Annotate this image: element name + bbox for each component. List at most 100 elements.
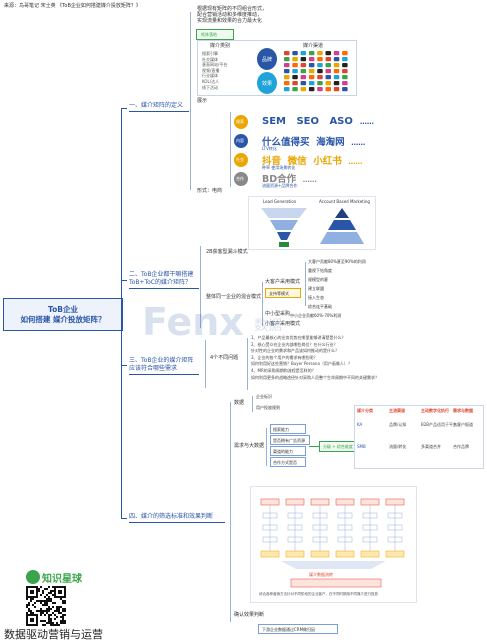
qr-module bbox=[46, 602, 48, 604]
inf-top-label: 品牌 bbox=[262, 56, 272, 63]
qr-module bbox=[60, 612, 62, 614]
qr-module bbox=[38, 588, 40, 590]
qr-module bbox=[50, 618, 52, 620]
content-badge-icon: 内容 bbox=[234, 134, 248, 148]
qr-module bbox=[42, 610, 44, 612]
s2-right-2: 重视下钻角度 bbox=[308, 268, 332, 273]
qr-module bbox=[42, 612, 44, 614]
channel-logo-icon bbox=[284, 51, 290, 56]
qr-module bbox=[54, 618, 56, 620]
qr-module bbox=[32, 596, 34, 598]
table-cell: SMB bbox=[357, 444, 366, 449]
qr-module bbox=[36, 622, 38, 624]
qr-module bbox=[44, 620, 46, 622]
branch-why[interactable]: 二、ToB企业都干嘛搭建 ToB+ToC的媒介矩阵？ bbox=[129, 271, 193, 287]
qr-module bbox=[52, 586, 54, 588]
channel-logo-icon bbox=[317, 51, 323, 56]
channel-logo-icon bbox=[317, 69, 323, 74]
s4-g2-box-3: 渠道的能力 bbox=[270, 446, 306, 456]
qr-module bbox=[54, 624, 56, 626]
channel-logo-icon bbox=[317, 57, 323, 62]
channel-col-header: 媒介渠道 bbox=[303, 43, 324, 49]
qr-module bbox=[36, 620, 38, 622]
qr-module bbox=[58, 606, 60, 608]
s3-q2b: 针对性的企业的需求和产品该如何推动的是什么？ bbox=[251, 348, 339, 354]
branch-needs-line-2: 应该符合哪些需求 bbox=[129, 365, 178, 372]
qr-module bbox=[56, 622, 58, 624]
qr-module bbox=[64, 600, 66, 602]
flow-result-box bbox=[260, 550, 280, 558]
root-node[interactable]: ToB企业 如何搭建 媒介投放矩阵？ bbox=[3, 298, 123, 331]
search-badge-label: 搜索 bbox=[236, 119, 244, 124]
s2-node-stem bbox=[262, 282, 263, 326]
qr-module bbox=[48, 616, 50, 618]
branch-underline-b4 bbox=[129, 522, 225, 523]
qr-module bbox=[48, 598, 50, 600]
s2-model-label: 2B获客型漏斗模式 bbox=[206, 249, 248, 255]
qr-module bbox=[36, 594, 38, 596]
qr-module bbox=[64, 610, 66, 612]
seo-label: SEO bbox=[296, 116, 319, 127]
qr-module bbox=[58, 590, 60, 592]
table-cell: 多渠道合并 bbox=[421, 444, 441, 449]
media-type-6: KOL/达人 bbox=[202, 78, 220, 84]
flow-result-box bbox=[310, 550, 330, 558]
branch-needs[interactable]: 三、ToB企业的媒介矩阵 应该符合哪些需求 bbox=[129, 357, 193, 373]
qr-module bbox=[50, 614, 52, 616]
media-type-list: 搜索引擎 社交媒体 垂直网站/平台 视频/直播 行业媒体 KOL/达人 线下活动 bbox=[202, 51, 227, 90]
s1-show-label: 展示 bbox=[197, 98, 208, 104]
flow-result-box bbox=[335, 550, 355, 558]
qr-module bbox=[40, 610, 42, 612]
flow-diagram bbox=[260, 498, 405, 588]
qr-module bbox=[42, 590, 44, 592]
s4-stem bbox=[230, 402, 231, 622]
qr-module bbox=[64, 588, 66, 590]
qr-module bbox=[28, 586, 30, 588]
branch-definition[interactable]: 一、媒介矩阵的定义 bbox=[129, 102, 184, 109]
search-badge-icon: 搜索 bbox=[234, 115, 248, 129]
qr-module bbox=[46, 598, 48, 600]
content-badge-label: 内容 bbox=[236, 138, 244, 143]
s2-right-5: 接入生态 bbox=[308, 295, 324, 300]
qr-module bbox=[30, 610, 32, 612]
branch-why-line-2: ToB+ToC的媒介矩阵？ bbox=[129, 279, 191, 286]
qr-module bbox=[62, 596, 64, 598]
qr-module bbox=[38, 600, 40, 602]
qr-module bbox=[60, 622, 62, 624]
s3-q4b: 如何利用更多的战略途径针对采购人员整个生命周期中不同的关键需求？ bbox=[251, 374, 379, 380]
s1-rows-stem bbox=[230, 112, 231, 187]
qr-module bbox=[58, 624, 60, 626]
qr-module bbox=[34, 606, 36, 608]
flow-stage-box bbox=[285, 498, 305, 506]
qr-module bbox=[56, 610, 58, 612]
branch-underline-b1 bbox=[129, 111, 189, 112]
qr-module bbox=[42, 624, 44, 626]
channel-logo-icon bbox=[333, 81, 340, 86]
s4-g1-stem bbox=[252, 396, 253, 412]
channel-logo-icon bbox=[325, 75, 331, 80]
s2-node-small: 小客户采用模式 bbox=[265, 321, 301, 327]
qr-module bbox=[26, 586, 28, 588]
qr-module bbox=[30, 614, 32, 616]
s4-g2-box-2: 是否拥有广告资源 bbox=[270, 435, 310, 445]
qr-module bbox=[64, 596, 66, 598]
qr-module bbox=[58, 612, 60, 614]
qr-module bbox=[48, 618, 50, 620]
flow-stage-box bbox=[260, 498, 280, 506]
flow-stage-box bbox=[310, 498, 330, 506]
s4-g3-result-box: 下游企业数据通过CRM做归因 bbox=[258, 624, 338, 634]
channel-logo-icon bbox=[342, 63, 348, 68]
qr-module bbox=[36, 614, 38, 616]
channel-logo-icon bbox=[333, 87, 340, 92]
channel-logo-icon bbox=[325, 81, 331, 86]
qr-module bbox=[62, 622, 64, 624]
qr-module bbox=[56, 606, 58, 608]
table-cell: B2B产品适用于平台 bbox=[421, 422, 458, 427]
douyin-label: 抖音 bbox=[262, 156, 282, 167]
channel-logo-icon bbox=[292, 81, 298, 86]
s1-intro: 根据现有矩阵的不同组合形式， 配合营销活动和多维度推动， 实现流量和效果的合力最… bbox=[197, 6, 267, 24]
branch-criteria[interactable]: 四、媒介的筛选标准和效果判断 bbox=[129, 513, 214, 520]
qr-module bbox=[42, 604, 44, 606]
channel-logo-icon bbox=[308, 81, 315, 86]
s2-support-box: 支持等模式 bbox=[265, 288, 301, 298]
